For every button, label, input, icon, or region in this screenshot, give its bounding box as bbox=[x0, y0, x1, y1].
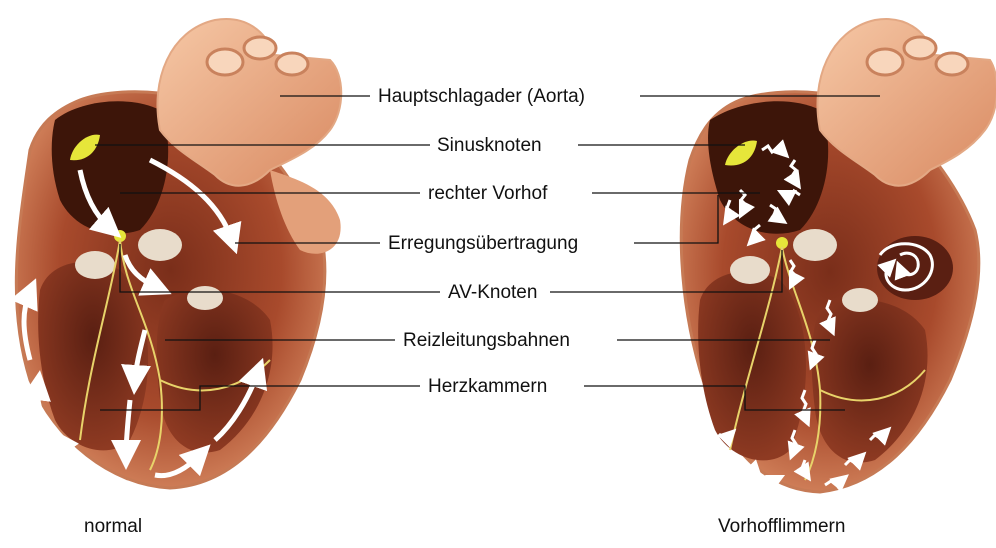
label-excitation: Erregungsübertragung bbox=[388, 233, 578, 255]
heart-fibrillation bbox=[550, 19, 996, 492]
label-sinus-node: Sinusknoten bbox=[437, 135, 542, 157]
valve-left-1 bbox=[138, 229, 182, 261]
valve-left-3 bbox=[75, 251, 115, 279]
caption-fibrillation: Vorhofflimmern bbox=[718, 516, 845, 538]
caption-normal: normal bbox=[84, 516, 142, 538]
aorta-branch-2-left bbox=[244, 37, 276, 59]
aorta-branch-1-left bbox=[207, 49, 243, 75]
valve-right-3 bbox=[730, 256, 770, 284]
label-right-atrium: rechter Vorhof bbox=[428, 183, 547, 205]
valve-left-2 bbox=[187, 286, 223, 310]
aorta-branch-1-right bbox=[867, 49, 903, 75]
aorta-branch-3-right bbox=[936, 53, 968, 75]
label-aorta: Hauptschlagader (Aorta) bbox=[378, 86, 585, 108]
valve-right-2 bbox=[842, 288, 878, 312]
label-ventricles: Herzkammern bbox=[428, 376, 547, 398]
valve-right-1 bbox=[793, 229, 837, 261]
aorta-branch-3-left bbox=[276, 53, 308, 75]
heart-normal bbox=[16, 19, 440, 488]
aorta-branch-2-right bbox=[904, 37, 936, 59]
label-av-node: AV-Knoten bbox=[448, 282, 537, 304]
label-conduction: Reizleitungsbahnen bbox=[403, 330, 570, 352]
